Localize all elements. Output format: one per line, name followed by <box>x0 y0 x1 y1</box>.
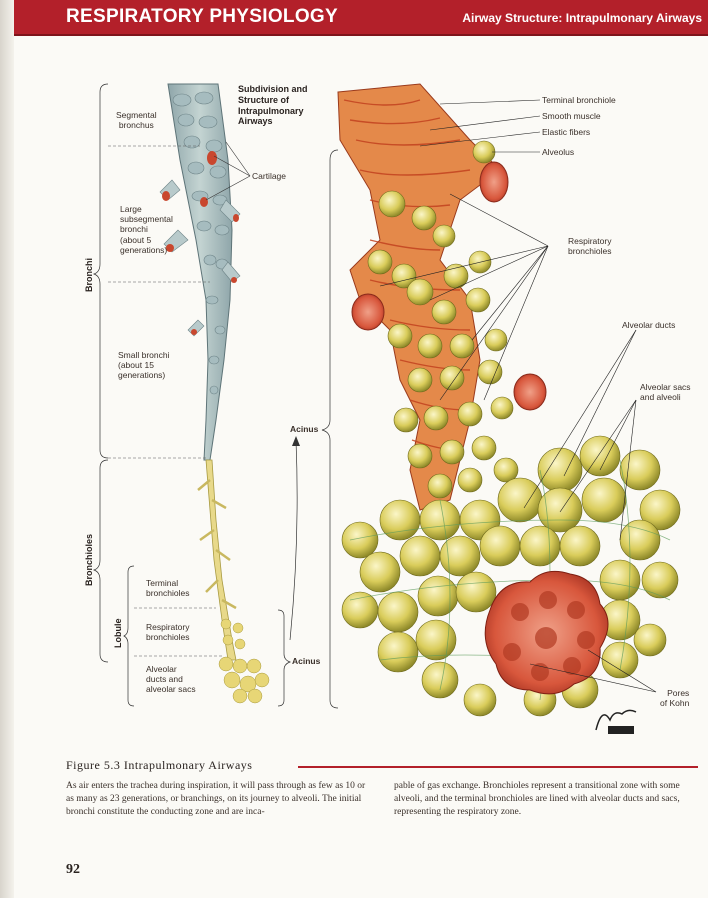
artist-signature-logo <box>592 700 642 740</box>
label-large-subsegmental: Large subsegmental bronchi (about 5 gene… <box>120 204 173 255</box>
alveolar-sac-section <box>485 571 608 694</box>
label-alveolar-ducts-sacs: Alveolar ducts and alveolar sacs <box>146 664 196 695</box>
acinus-illustration <box>338 84 680 716</box>
body-text-col1: As air enters the trachea during inspira… <box>66 780 366 819</box>
label-respiratory-bronchioles: Respiratory bronchioles <box>146 622 189 642</box>
side-label-bronchioles: Bronchioles <box>84 534 94 586</box>
label-acinus-upper: Acinus <box>290 424 318 434</box>
label-smooth-muscle: Smooth muscle <box>542 111 601 121</box>
label-cartilage: Cartilage <box>252 171 286 181</box>
figure-title: Figure 5.3 Intrapulmonary Airways <box>66 758 252 773</box>
body-text-col2: pable of gas exchange. Bronchioles repre… <box>394 780 694 819</box>
page-number: 92 <box>66 862 80 878</box>
side-label-lobule: Lobule <box>113 619 123 649</box>
label-pores-of-kohn: Pores of Kohn <box>660 688 689 708</box>
label-alveolar-ducts: Alveolar ducts <box>622 320 675 330</box>
label-alveolar-sacs: Alveolar sacs and alveoli <box>640 382 691 402</box>
label-alveolus: Alveolus <box>542 147 574 157</box>
figure-rule <box>298 766 698 768</box>
label-elastic-fibers: Elastic fibers <box>542 127 590 137</box>
label-terminal-bronchioles: Terminal bronchioles <box>146 578 189 598</box>
bronchial-tree <box>94 84 338 708</box>
label-respiratory-bronchioles-right: Respiratory bronchioles <box>568 236 611 256</box>
diagram-title: Subdivision and Structure of Intrapulmon… <box>238 84 308 127</box>
label-acinus-lower: Acinus <box>292 656 320 666</box>
label-segmental-bronchus: Segmental bronchus <box>116 110 157 130</box>
side-label-bronchi: Bronchi <box>84 258 94 292</box>
label-terminal-bronchiole: Terminal bronchiole <box>542 95 616 105</box>
label-small-bronchi: Small bronchi (about 15 generations) <box>118 350 170 381</box>
